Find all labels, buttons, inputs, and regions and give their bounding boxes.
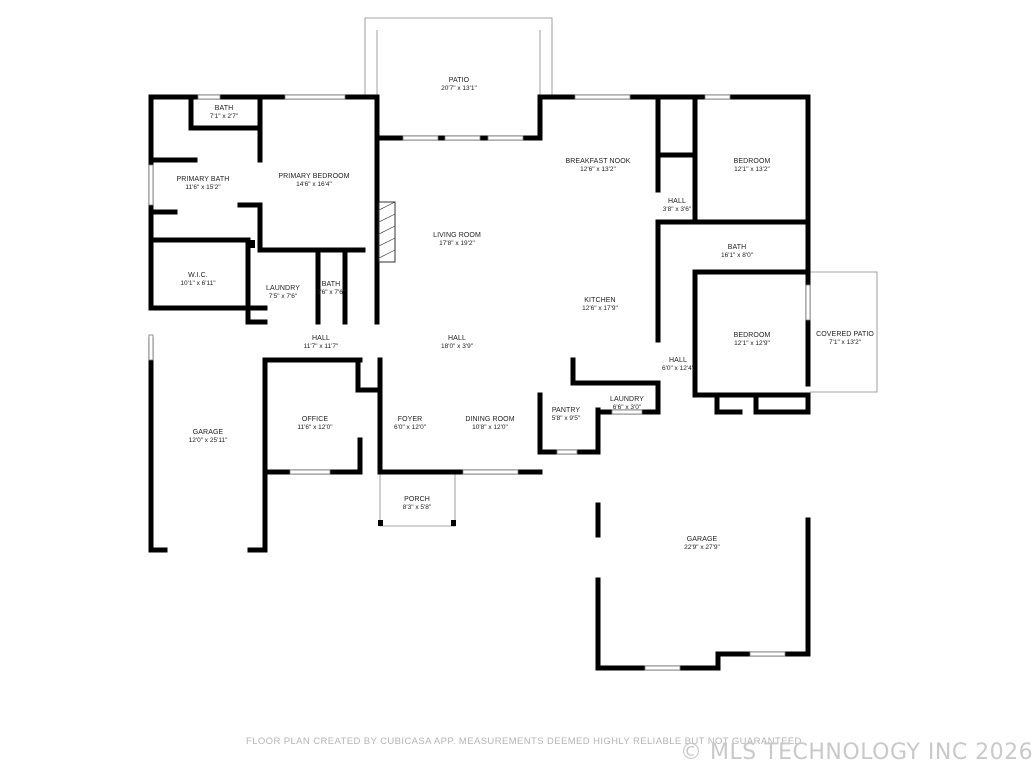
room-patio-dim: 20'7" x 13'1"	[441, 85, 477, 92]
room-hall-small-name: HALL	[668, 198, 686, 205]
room-wic-dim: 10'1" x 6'11"	[180, 280, 216, 287]
room-dining-room-dim: 10'8" x 12'0"	[472, 424, 508, 431]
floor-plan-disclaimer: FLOOR PLAN CREATED BY CUBICASA APP. MEAS…	[246, 736, 805, 747]
room-patio-name: PATIO	[449, 77, 470, 84]
room-pantry-name: PANTRY	[552, 407, 581, 414]
fireplace-icon	[378, 201, 396, 263]
room-hall-left-name: HALL	[312, 335, 330, 342]
room-wic-name: W.I.C.	[188, 272, 208, 279]
room-covered-patio-name: COVERED PATIO	[816, 331, 874, 338]
room-laundry-left-dim: 7'5" x 7'6"	[269, 293, 298, 300]
room-garage-left-dim: 12'0" x 25'11"	[189, 437, 228, 444]
room-bedroom-right-name: BEDROOM	[734, 332, 771, 339]
room-hall-center-name: HALL	[448, 335, 466, 342]
room-primary-bedroom-name: PRIMARY BEDROOM	[278, 173, 349, 180]
room-bath-small-dim: 3'6" x 7'6"	[317, 289, 346, 296]
copyright-watermark: © MLS TECHNOLOGY INC 2026	[680, 740, 1033, 765]
room-foyer-dim: 6'0" x 12'0"	[394, 424, 427, 431]
room-labels: PATIO 20'7" x 13'1" BATH 7'1" x 2'7" PRI…	[177, 77, 875, 551]
room-garage-right-dim: 22'9" x 27'9"	[684, 544, 720, 551]
room-bedroom-top-name: BEDROOM	[734, 158, 771, 165]
room-living-room-dim: 17'8" x 19'2"	[439, 240, 475, 247]
room-living-room-name: LIVING ROOM	[433, 232, 481, 239]
room-hall-small-dim: 3'8" x 3'6"	[663, 206, 692, 213]
room-hall-left-dim: 11'7" x 11'7"	[304, 343, 339, 350]
room-foyer-name: FOYER	[398, 416, 423, 423]
room-kitchen-dim: 12'6" x 17'9"	[582, 305, 618, 312]
room-bath-right-dim: 16'1" x 8'0"	[721, 252, 754, 259]
room-bath-top-dim: 7'1" x 2'7"	[210, 113, 239, 120]
room-porch-dim: 8'3" x 5'8"	[403, 504, 432, 511]
room-covered-patio-dim: 7'1" x 13'2"	[829, 339, 862, 346]
room-hall-right-dim: 6'0" x 12'4"	[662, 365, 695, 372]
porch-posts	[247, 240, 456, 526]
room-porch-name: PORCH	[404, 496, 430, 503]
room-office-name: OFFICE	[302, 416, 328, 423]
walls	[148, 94, 811, 671]
room-bath-small-name: BATH	[322, 281, 341, 288]
room-hall-center-dim: 18'0" x 3'9"	[441, 343, 474, 350]
room-pantry-dim: 5'8" x 9'5"	[552, 415, 581, 422]
room-bedroom-top-dim: 12'1" x 13'2"	[734, 166, 770, 173]
room-bath-top-name: BATH	[215, 105, 234, 112]
windows	[148, 94, 811, 671]
room-garage-left-name: GARAGE	[193, 429, 224, 436]
room-bedroom-right-dim: 12'1" x 12'9"	[734, 340, 770, 347]
room-garage-right-name: GARAGE	[687, 536, 718, 543]
room-laundry-left-name: LAUNDRY	[266, 285, 300, 292]
room-dining-room-name: DINING ROOM	[465, 416, 514, 423]
room-kitchen-name: KITCHEN	[584, 297, 615, 304]
room-laundry-right-name: LAUNDRY	[610, 396, 644, 403]
room-breakfast-nook-name: BREAKFAST NOOK	[565, 158, 630, 165]
room-office-dim: 11'6" x 12'0"	[297, 424, 333, 431]
room-laundry-right-dim: 6'6" x 3'0"	[613, 404, 642, 411]
room-primary-bedroom-dim: 14'6" x 16'4"	[296, 181, 332, 188]
room-bath-right-name: BATH	[728, 244, 747, 251]
room-primary-bath-dim: 11'6" x 15'2"	[185, 184, 221, 191]
room-primary-bath-name: PRIMARY BATH	[177, 176, 230, 183]
room-breakfast-nook-dim: 12'6" x 13'2"	[580, 166, 616, 173]
room-hall-right-name: HALL	[669, 357, 687, 364]
